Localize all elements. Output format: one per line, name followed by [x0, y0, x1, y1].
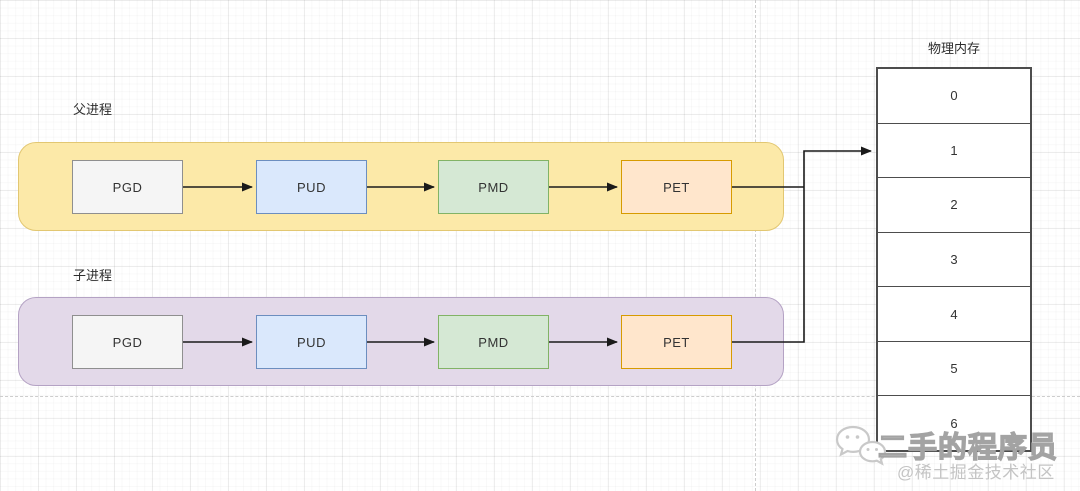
- memory-cell-5: 5: [878, 340, 1030, 396]
- wechat-icon: [835, 425, 887, 466]
- memory-cell-6: 6: [878, 395, 1030, 450]
- child-node-pud: PUD: [256, 315, 367, 369]
- node-label: PMD: [478, 179, 509, 195]
- physical-memory-title: 物理内存: [927, 41, 980, 56]
- node-label: PGD: [112, 334, 143, 350]
- watermark-title: 二手的程序员: [877, 431, 1059, 464]
- memory-cell-4: 4: [878, 286, 1030, 341]
- physical-memory-table: 0 1 2 3 4 5 6: [876, 67, 1032, 452]
- parent-process-label: 父进程: [73, 102, 113, 117]
- page-boundary-horizontal: [0, 396, 1080, 397]
- memory-cell-2: 2: [878, 177, 1030, 232]
- parent-node-pet: PET: [621, 160, 732, 214]
- memory-cell-3: 3: [878, 231, 1030, 287]
- memory-cell-0: 0: [950, 88, 958, 104]
- child-node-pmd: PMD: [438, 315, 549, 369]
- child-process-label: 子进程: [73, 268, 113, 283]
- memory-cell-1: 1: [878, 122, 1030, 178]
- node-label: PUD: [297, 179, 326, 195]
- child-node-pet: PET: [621, 315, 732, 369]
- node-label: PET: [663, 179, 690, 195]
- parent-node-pud: PUD: [256, 160, 367, 214]
- node-label: PUD: [297, 334, 326, 350]
- child-node-pgd: PGD: [72, 315, 183, 369]
- parent-node-pgd: PGD: [72, 160, 183, 214]
- page-boundary-vertical: [755, 0, 756, 491]
- watermark-subtitle: @稀土掘金技术社区: [897, 463, 1055, 482]
- node-label: PET: [663, 334, 690, 350]
- parent-node-pmd: PMD: [438, 160, 549, 214]
- node-label: PMD: [478, 334, 509, 350]
- node-label: PGD: [112, 179, 143, 195]
